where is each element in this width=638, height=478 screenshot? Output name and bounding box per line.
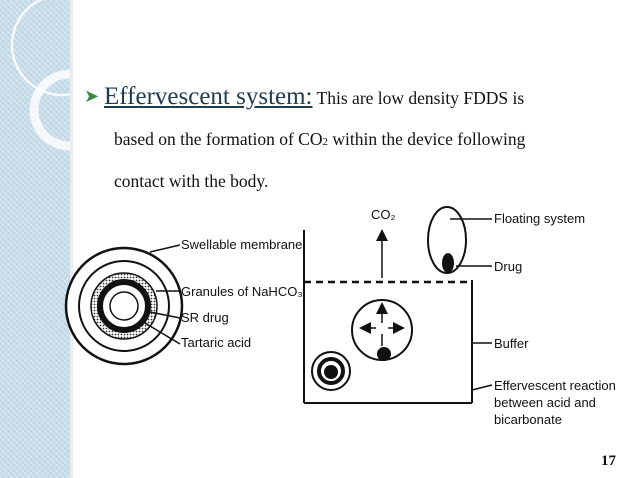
- heading-rest-text: This are low density FDDS is: [312, 88, 525, 108]
- tablet-cross-section: [64, 246, 184, 366]
- paragraph-line-3: contact with the body.: [114, 171, 269, 191]
- label-effervescent-line3: bicarbonate: [494, 412, 562, 427]
- line2-part-a: based on the formation of CO: [114, 129, 323, 149]
- label-swellable-membrane: Swellable membrane: [181, 237, 302, 252]
- slide-number: 17: [601, 453, 616, 469]
- heading-row: ➤ Effervescent system: This are low dens…: [84, 83, 624, 111]
- label-sr-drug: SR drug: [181, 310, 229, 325]
- label-floating-system: Floating system: [494, 211, 585, 226]
- label-effervescent-line2: between acid and: [494, 395, 596, 410]
- slide-heading: Effervescent system:: [104, 83, 313, 110]
- left-leader-lines: [139, 244, 181, 345]
- line2-part-b: within the device following: [328, 129, 526, 149]
- line2-subscript: 2: [322, 136, 329, 148]
- container-beaker: [303, 230, 473, 404]
- decorative-sidebar: [0, 0, 70, 478]
- reacting-tablet: [351, 299, 413, 361]
- label-granules: Granules of NaHCO₃: [181, 284, 303, 299]
- label-effervescent-line1: Effervescent reaction: [494, 378, 616, 393]
- right-leader-lines: [450, 218, 493, 391]
- sidebar-circles-decoration: [10, 0, 70, 151]
- arrow-bullet-icon: ➤: [84, 86, 100, 107]
- settled-tablet: [311, 351, 351, 391]
- label-buffer: Buffer: [494, 336, 529, 351]
- floating-tablet: [427, 206, 467, 274]
- label-tartaric-acid: Tartaric acid: [181, 335, 251, 350]
- sidebar-edge: [70, 0, 73, 478]
- co2-label: CO₂: [371, 207, 396, 222]
- label-drug: Drug: [494, 259, 522, 274]
- paragraph-line-2: based on the formation of CO2 within the…: [114, 129, 624, 150]
